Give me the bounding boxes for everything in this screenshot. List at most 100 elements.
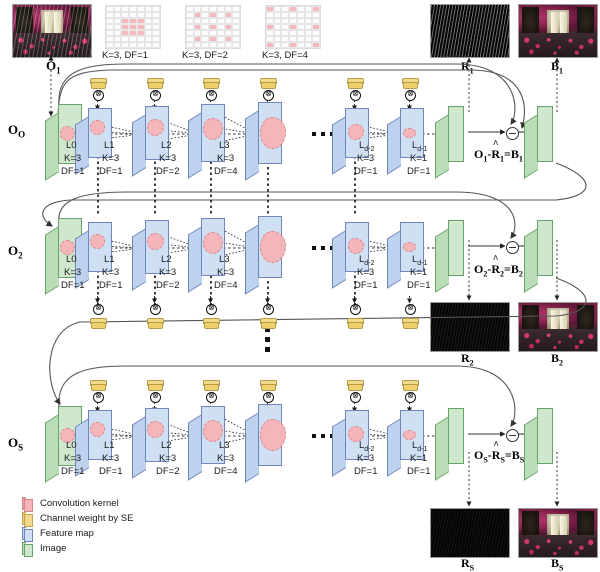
stageS-output-image-slab-side: [524, 416, 538, 481]
stage1-layer-df-L3: DF=4: [214, 166, 238, 177]
kernel-cell: [193, 24, 202, 30]
kernel-cell: [193, 30, 202, 36]
stageS-se-weight-0: [90, 380, 107, 392]
kernel-cell: [106, 36, 114, 42]
kernel-cell: [121, 36, 130, 42]
stage2-featuremap-L2: [132, 220, 169, 291]
stageS-featuremap-Ld1: [387, 410, 424, 477]
kernel-cell: [144, 36, 153, 42]
kernel-cell: [281, 42, 290, 48]
kernel-cell: [232, 24, 240, 30]
stage1-featuremap-Ld1-side: [387, 116, 401, 175]
kernel-cell: [289, 24, 297, 30]
stageS-featuremap-L2-side: [132, 416, 146, 479]
stage2-layer-name-Ld-2: Ld-2: [359, 254, 375, 267]
kernel-cell: [201, 24, 210, 30]
kernel-cell: [304, 18, 313, 24]
kernel-cell: [281, 12, 290, 18]
kernel-cell: [106, 6, 114, 12]
kernel-cell: [273, 18, 282, 24]
kernel-cell: [113, 24, 122, 30]
recurrent-stage1-to-stage2: [42, 162, 587, 227]
stage2-se-weight-3: [260, 318, 277, 330]
stage1-layer-k-L3: K=3: [217, 153, 235, 164]
kernel-cell: [201, 42, 210, 48]
stage2-layer-df-L3: DF=4: [214, 280, 238, 291]
stageS-layer-name-L0: L0: [66, 440, 77, 451]
stage2-multiply-op-1: ⊗: [150, 304, 161, 315]
kernel-cell: [106, 24, 114, 30]
stageS-layer-df-L0: DF=1: [61, 466, 85, 477]
stageS-layer-k-L1: K=3: [102, 453, 120, 464]
output-photo-stage2-label: B2: [551, 351, 564, 368]
stage1-layer-df-Ld-2: DF=1: [354, 166, 378, 177]
stageS-layer-name-Ld-2: Ld-2: [359, 440, 375, 453]
kernel-cell: [281, 30, 290, 36]
kernel-grid-df1-caption: K=3, DF=1: [102, 50, 148, 61]
stage1-input-label: OO: [8, 122, 26, 140]
kernel-cell: [312, 30, 320, 36]
kernel-cell: [136, 42, 145, 48]
kernel-cell: [121, 6, 130, 12]
kernel-cell: [273, 30, 282, 36]
kernel-cell: [273, 12, 282, 18]
stageS-se-weight-5-body: [403, 383, 418, 392]
kernel-cell: [312, 18, 320, 24]
kernel-cell: [152, 36, 160, 42]
stage1-kernel-blob-L2: [147, 119, 164, 136]
stage2-layer-k-Ld-2: K=3: [357, 267, 375, 278]
stageS-multiply-op-2: ⊗: [206, 392, 217, 403]
kernel-cell: [216, 24, 225, 30]
stage2-multiply-op-5: ⊗: [405, 304, 416, 315]
kernel-cell: [121, 12, 130, 18]
stage2-featuremap-Ld1: [387, 222, 424, 289]
kernel-cell: [152, 24, 160, 30]
stage1-kernel-blob-Ld1: [403, 128, 416, 138]
kernel-cell: [201, 36, 210, 42]
stageS-layer-df-L2: DF=2: [156, 466, 180, 477]
stageS-input-kernel-blob: [60, 428, 75, 443]
stage1-multiply-op-3: ⊗: [263, 90, 274, 101]
stage1-layer-k-L0: K=3: [64, 153, 82, 164]
stage1-featuremap-L2: [132, 106, 169, 177]
kernel-cell: [201, 30, 210, 36]
kernel-cell: [144, 42, 153, 48]
stage2-se-weight-0-body: [91, 321, 106, 330]
stage1-horizontal-ellipsis: [312, 132, 334, 136]
stage2-layer-df-Ld-1: DF=1: [407, 280, 431, 291]
stageS-layer-name-L2: L2: [161, 440, 172, 451]
kernel-cell: [289, 30, 297, 36]
kernel-cell: [216, 18, 225, 24]
kernel-cell: [216, 42, 225, 48]
stage1-multiply-op-0: ⊗: [93, 90, 104, 101]
stageS-output-image-slab: [524, 408, 553, 481]
stage2-residual-image-slab: [435, 220, 464, 293]
stage1-se-weight-4-body: [348, 81, 363, 90]
stageS-se-weight-4: [347, 380, 364, 392]
kernel-cell: [186, 12, 194, 18]
kernel-cell: [193, 6, 202, 12]
kernel-cell: [144, 18, 153, 24]
kernel-cell: [129, 30, 137, 36]
stageS-kernel-blob-Ld1: [403, 430, 416, 440]
stage2-se-weight-4-body: [348, 321, 363, 330]
kernel-cell: [281, 6, 290, 12]
residual-map-stageS-label: ^RS: [461, 548, 475, 572]
stageS-multiply-op-4: ⊗: [350, 392, 361, 403]
stage2-kernel-blob-L3: [203, 232, 223, 254]
kernel-cell: [144, 30, 153, 36]
kernel-cell: [209, 6, 217, 12]
stage1-featuremap-L4-side: [245, 110, 259, 181]
kernel-cell: [312, 6, 320, 12]
stage2-se-weight-3-body: [261, 321, 276, 330]
kernel-grid-df4: [265, 5, 321, 49]
kernel-cell: [106, 12, 114, 18]
stage2-se-weight-4: [347, 318, 364, 330]
stageS-layer-df-L3: DF=4: [214, 466, 238, 477]
kernel-cell: [186, 6, 194, 12]
stage1-se-weight-1: [147, 78, 164, 90]
kernel-cell: [216, 30, 225, 36]
residual-map-stageS: [430, 508, 510, 558]
stage1-kernel-blob-L3: [203, 118, 223, 140]
